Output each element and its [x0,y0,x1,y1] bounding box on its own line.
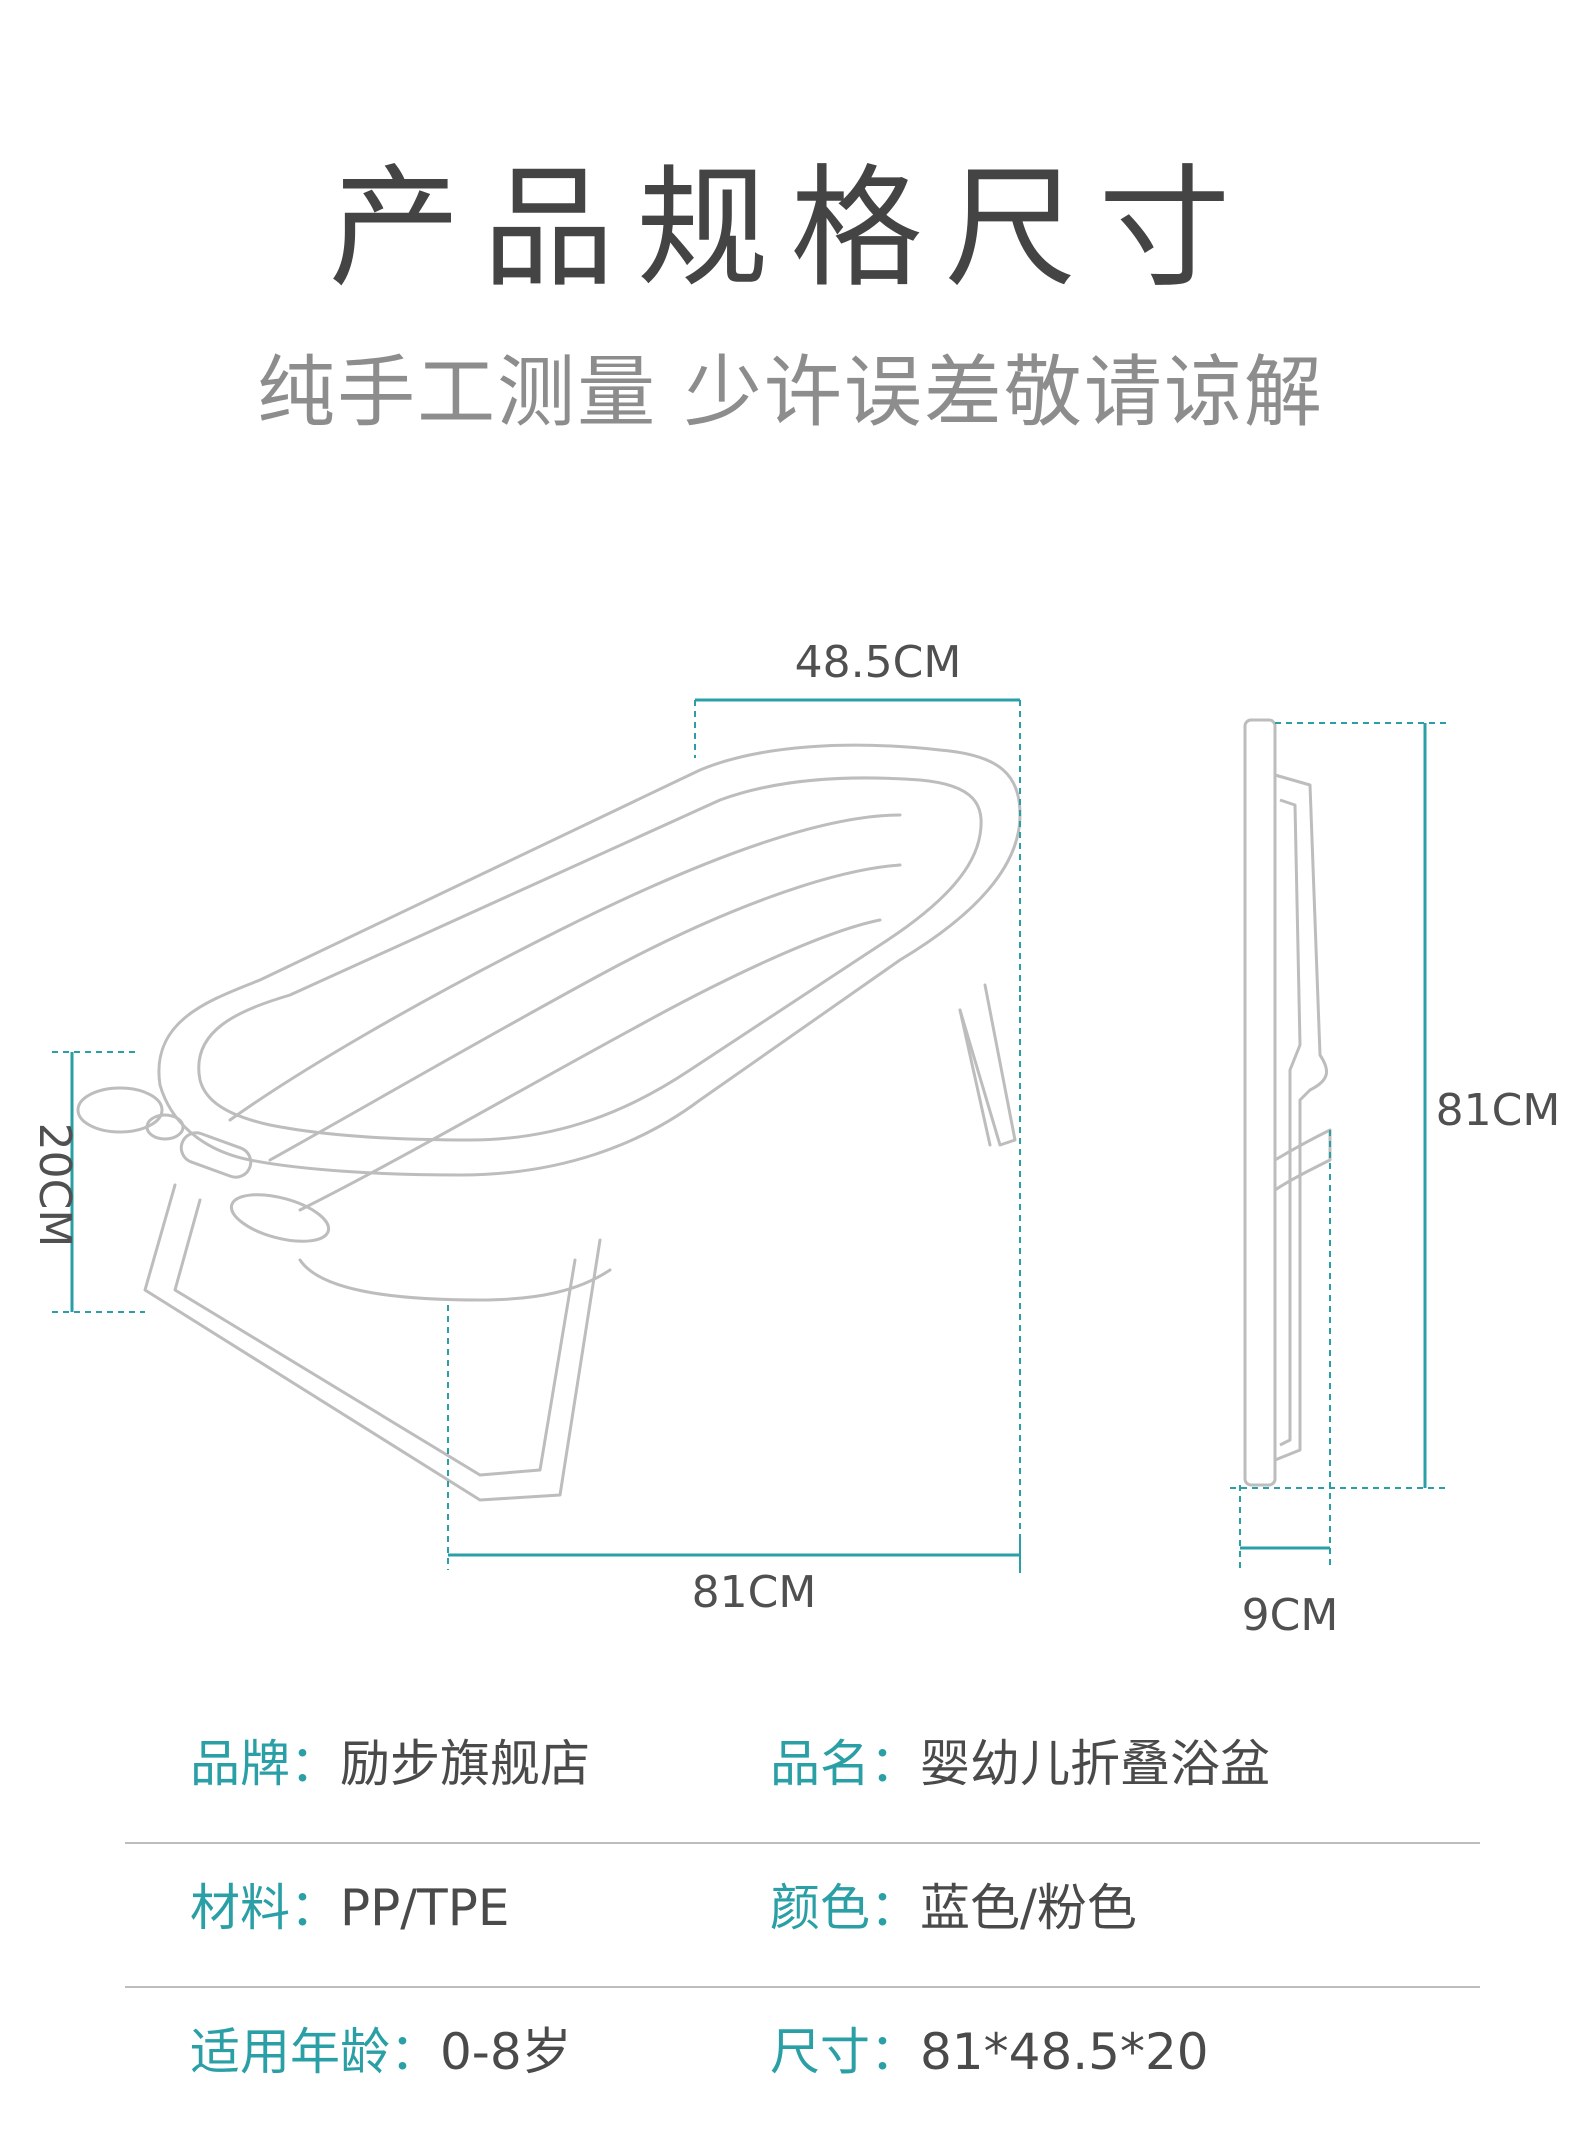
page-subtitle: 纯手工测量 少许误差敬请谅解 [257,348,1324,438]
tub-bottom [298,1258,612,1302]
tub-leg-left-inner [173,1198,577,1477]
spec-key: 材料： [190,1879,340,1937]
spec-key: 尺寸： [770,2023,920,2081]
spec-brand: 品牌：励步旗舰店 [190,1724,590,1796]
tub-inner-rim [197,776,983,1142]
spec-row: 材料：PP/TPE 颜色：蓝色/粉色 [125,1844,1480,1988]
folded-tub-outline [1243,718,1277,1487]
dim-folded-thickness-label: 9CM [1242,1590,1339,1641]
spec-key: 品牌： [190,1735,340,1793]
tub-outer-rim [157,743,1022,1177]
spec-value: 81*48.5*20 [920,2023,1209,2081]
spec-product-name: 品名：婴幼儿折叠浴盆 [770,1724,1270,1796]
spec-material: 材料：PP/TPE [190,1868,509,1940]
tub-fold-2 [268,863,902,1162]
spec-color: 颜色：蓝色/粉色 [770,1868,1137,1940]
tub-leg-right-2 [958,1008,992,1147]
tub-handle-1 [76,1086,164,1134]
spec-row: 适用年龄：0-8岁 尺寸：81*48.5*20 [125,1988,1480,2130]
spec-key: 适用年龄： [190,2023,440,2081]
spec-row: 品牌：励步旗舰店 品名：婴幼儿折叠浴盆 [125,1700,1480,1844]
spec-key: 品名： [770,1735,920,1793]
dim-height-label: 20CM [29,1123,80,1248]
dim-width-label: 48.5CM [795,637,962,688]
tub-fold-3 [298,918,882,1212]
folded-tub-inner [1279,798,1302,1447]
tub-handle-3 [229,1193,331,1243]
spec-value: PP/TPE [340,1879,510,1937]
spec-table: 品牌：励步旗舰店 品名：婴幼儿折叠浴盆 材料：PP/TPE 颜色：蓝色/粉色 适… [125,1700,1480,2130]
dim-length-label: 81CM [692,1567,817,1618]
tub-leg-right [958,983,1017,1147]
tub-handle-2 [145,1113,185,1141]
spec-value: 婴幼儿折叠浴盆 [920,1735,1270,1793]
spec-value: 蓝色/粉色 [920,1879,1137,1937]
folded-tub-leg [1274,1128,1332,1192]
spec-value: 励步旗舰店 [340,1735,590,1793]
tub-leg-left [143,1183,602,1502]
product-dimension-diagram: 48.5CM 20CM 81CM 81CM 9CM [29,637,1561,1641]
tub-fold-1 [228,813,902,1122]
dim-folded-length-label: 81CM [1436,1085,1561,1136]
tub-soap-slot [179,1131,253,1179]
page-title: 产品规格尺寸 [328,152,1253,306]
spec-value: 0-8岁 [440,2023,572,2081]
spec-key: 颜色： [770,1879,920,1937]
folded-tub-body [1274,773,1329,1462]
